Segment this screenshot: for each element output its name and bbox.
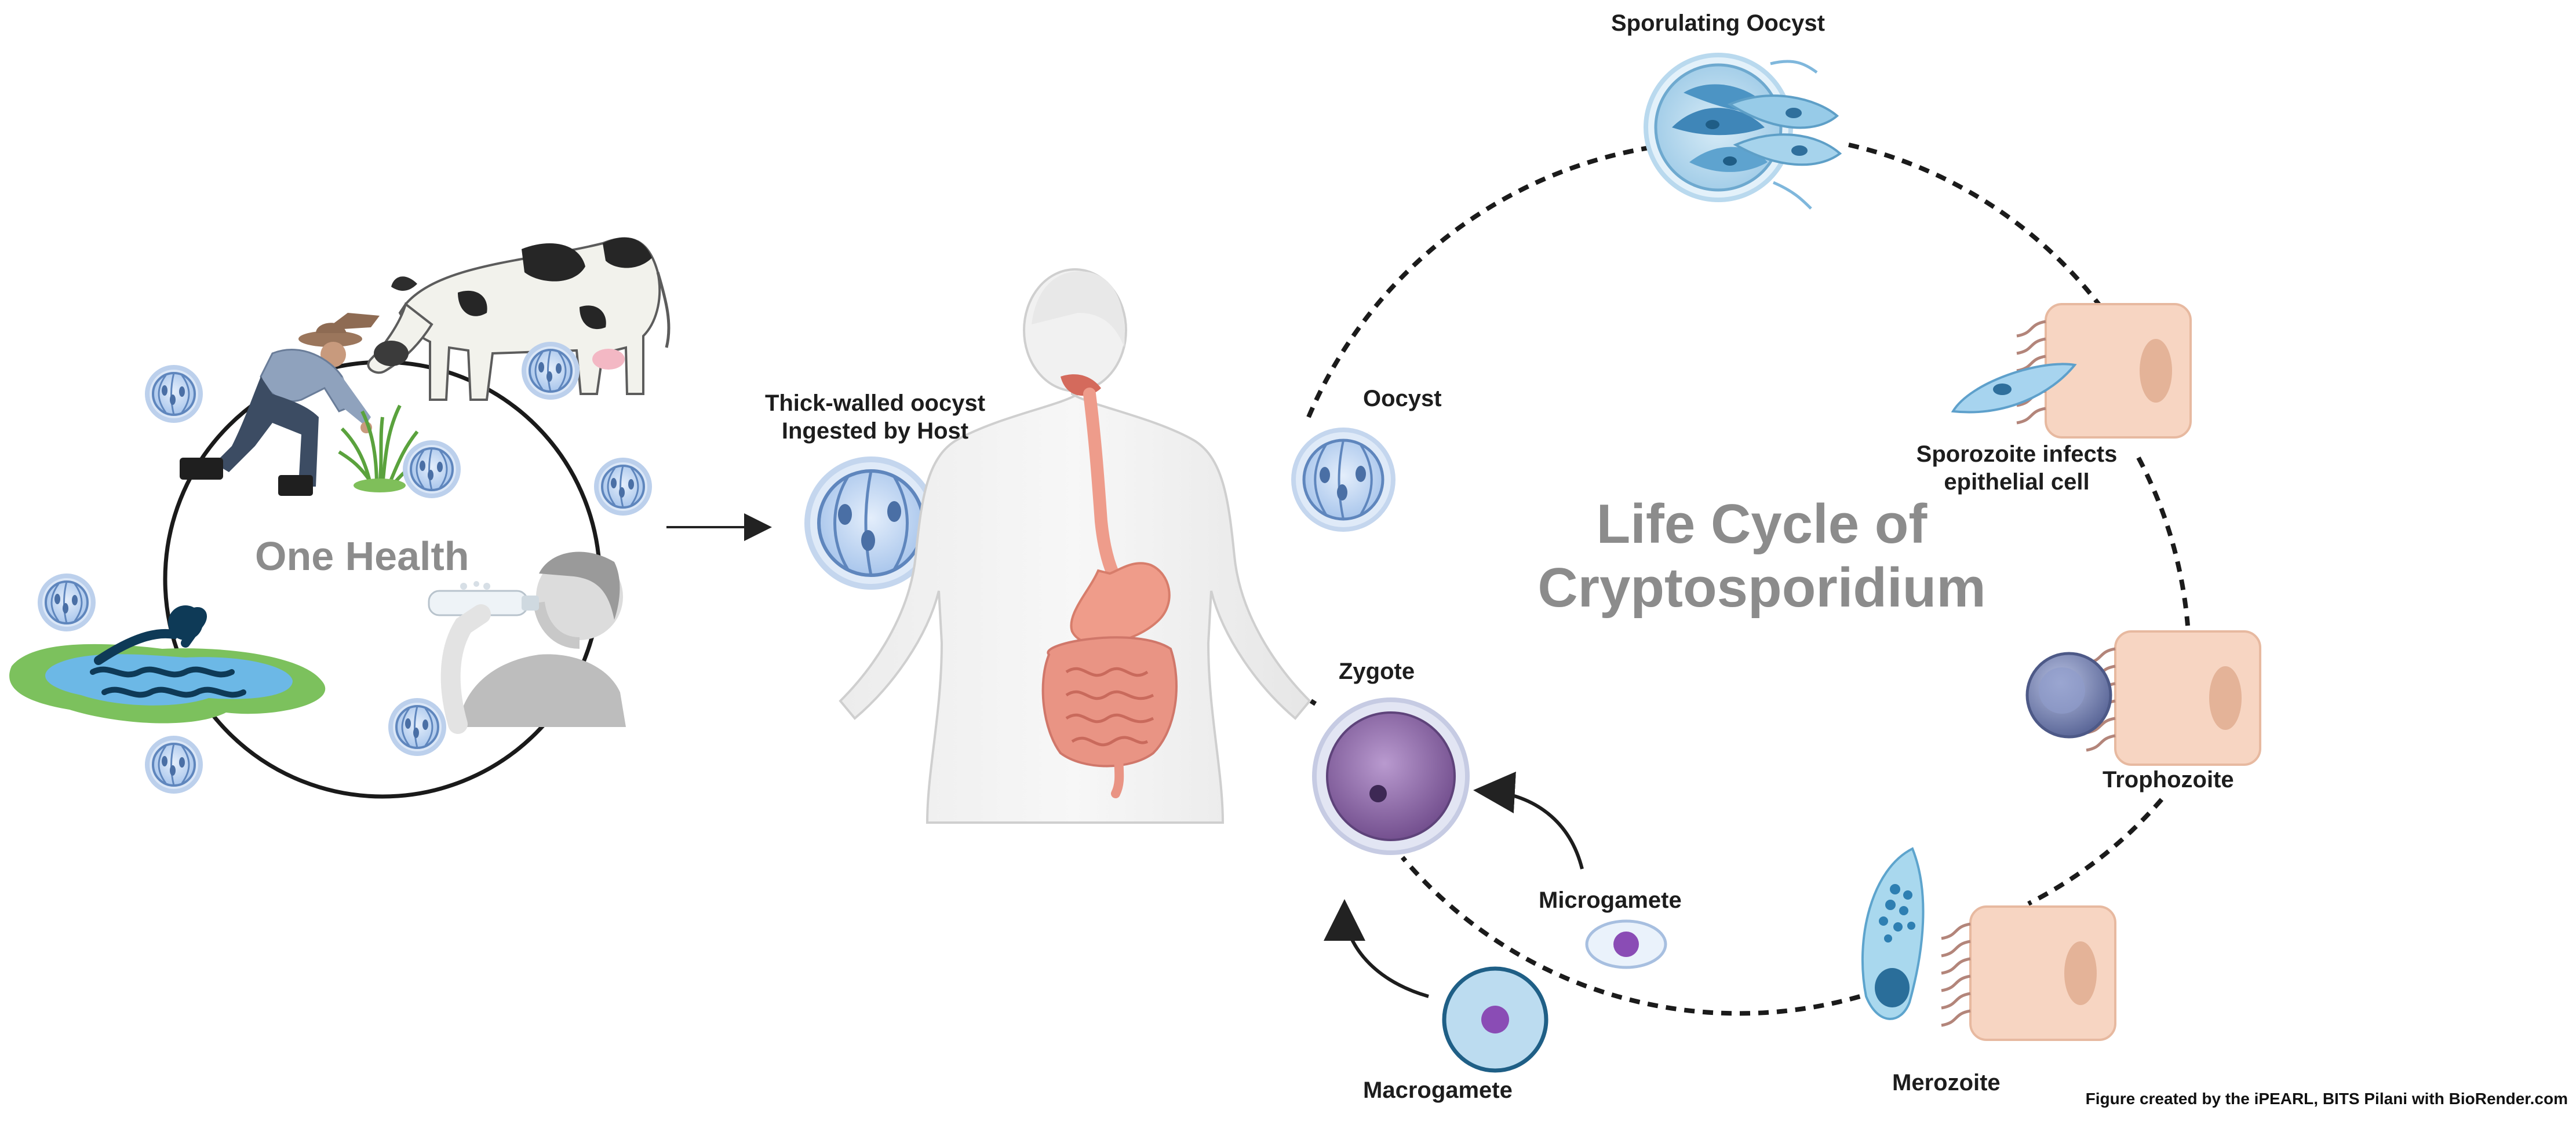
ingestion-label-line2: Ingested by Host [781,418,969,444]
microgamete-to-zygote-arrow [1473,772,1584,870]
epithelial-cell-icon [1941,907,2115,1040]
epithelial-cell-icon [2086,631,2260,765]
human-body-illustration [839,268,1311,824]
ingestion-label-line1: Thick-walled oocyst [764,390,986,416]
sporozoite-label: Sporozoite infects epithelial cell [1895,440,2138,496]
merozoite-label: Merozoite [1892,1070,2001,1095]
macrogamete-to-zygote-arrow [1324,899,1429,998]
life-cycle-title-line2: Cryptosporidium [1537,557,1986,619]
oocyst-icon [596,460,650,513]
figure-credit: Figure created by the iPEARL, BITS Pilan… [2085,1090,2568,1108]
oocyst-icon [524,344,577,397]
microgamete-label: Microgamete [1539,887,1682,913]
oocyst-icon [147,738,201,791]
ingestion-label: Thick-walled oocyst Ingested by Host [748,389,1003,445]
trophozoite-label: Trophozoite [2103,767,2234,792]
cow-illustration [367,237,671,401]
sporozoite-label-line1: Sporozoite infects [1916,441,2118,467]
ingested-oocyst-icon [804,456,938,590]
macrogamete-label: Macrogamete [1363,1077,1513,1103]
oocyst-icon [391,700,444,754]
cycle-ring-arc [2136,456,2190,626]
farmer-illustration [180,313,380,496]
sporulating-oocyst-icon [1644,53,1842,210]
grass-tuft [338,404,427,492]
cycle-ring-arc [1309,699,1317,706]
life-cycle-group [1291,53,2260,1073]
zygote-label: Zygote [1339,659,1415,684]
zygote-icon [1312,697,1470,855]
cycle-ring-arc [1306,143,1670,418]
macrogamete-icon [1442,966,1548,1073]
drinking-man-illustration [428,551,626,734]
merozoite-icon [1861,847,1925,1020]
sporozoite-label-line2: epithelial cell [1944,469,2090,495]
cycle-ring-arc [1848,143,2112,320]
life-cycle-title-line1: Life Cycle of [1596,493,1928,555]
oocyst-icon [147,367,201,421]
one-health-group [9,237,671,799]
oocyst-icon [405,443,458,496]
cycle-ring-arc [2027,798,2164,906]
sporozoite-icon [1951,363,2077,414]
oocyst-label: Oocyst [1363,386,1442,411]
trophozoite-icon [2025,652,2112,739]
one-health-title: One Health [255,534,469,579]
cycle-ring-arc [1400,856,1896,1016]
pond-swimmer [9,605,326,724]
life-cycle-title: Life Cycle of Cryptosporidium [1484,492,2040,620]
oocyst-icon [40,576,93,629]
microgamete-icon [1585,919,1667,969]
oocyst-icon [1291,428,1396,532]
sporulating-oocyst-label: Sporulating Oocyst [1611,10,1825,36]
